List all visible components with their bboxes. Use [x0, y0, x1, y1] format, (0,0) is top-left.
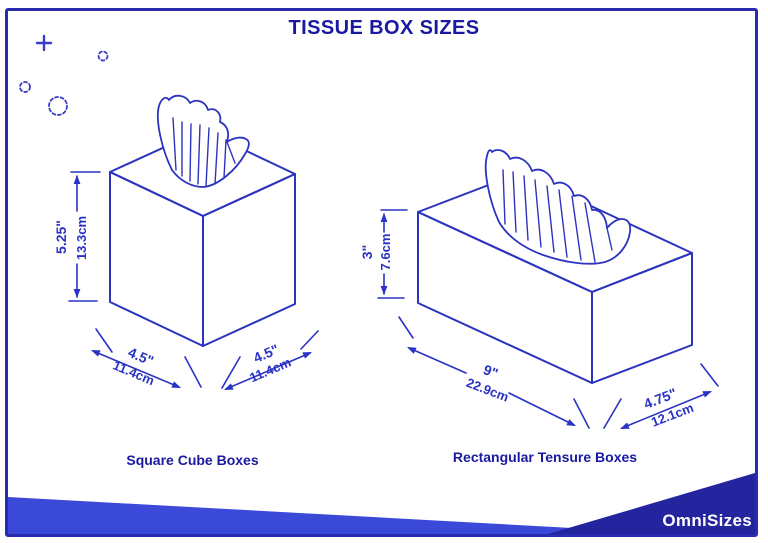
plus-icon	[35, 34, 53, 52]
square-box-caption: Square Cube Boxes	[126, 452, 259, 468]
square-height-cm-label: 13.3cm	[74, 216, 89, 260]
rectangular-box-drawing: 3" 7.6cm 9" 22.9cm 4.75" 12.1cm	[359, 149, 719, 433]
rect-depth-dimension: 4.75" 12.1cm	[603, 363, 719, 433]
square-width-dimension: 4.5" 11.4cm	[89, 328, 202, 392]
tissue-left	[156, 94, 250, 188]
square-height-dimension: 5.25" 13.3cm	[53, 171, 101, 302]
rect-width-cm-label: 22.9cm	[464, 375, 511, 405]
square-height-in-label: 5.25"	[53, 220, 69, 254]
tissue-right	[484, 149, 632, 265]
rect-height-dimension: 3" 7.6cm	[359, 209, 408, 299]
dashed-circle-icon	[48, 96, 68, 116]
rect-width-in-label: 9"	[481, 361, 500, 381]
page-border-frame	[5, 8, 758, 537]
page-title: TISSUE BOX SIZES	[288, 17, 480, 39]
rect-height-cm-label: 7.6cm	[378, 234, 393, 271]
bottom-banner-area	[8, 11, 755, 534]
rect-height-in-label: 3"	[359, 245, 375, 259]
rectangular-box-caption: Rectangular Tensure Boxes	[452, 449, 638, 465]
square-box-drawing: 5.25" 13.3cm 4.5" 11.4cm 4.5" 11.4cm	[53, 94, 319, 394]
square-depth-dimension: 4.5" 11.4cm	[221, 330, 319, 394]
dashed-circle-icon	[19, 81, 31, 93]
rect-width-dimension: 9" 22.9cm	[398, 316, 590, 430]
brand-logo-text: OmniSizes	[662, 511, 752, 530]
dashed-circle-icon	[97, 50, 109, 62]
